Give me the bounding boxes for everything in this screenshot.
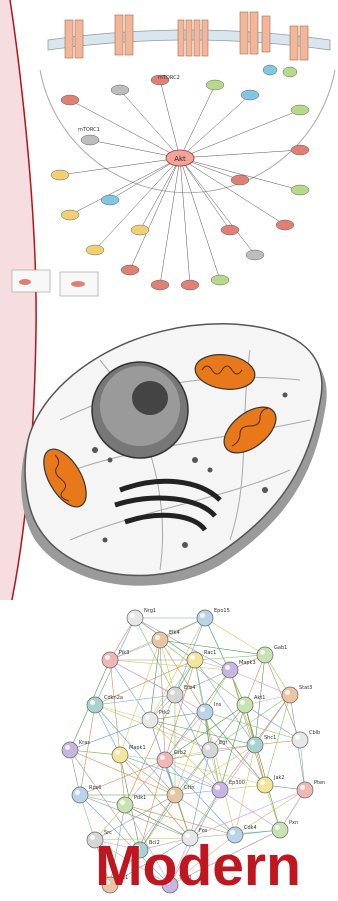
network-node-label: Grb2 bbox=[174, 750, 186, 756]
network-node-label: Pten bbox=[314, 780, 325, 786]
network-node-label: Rac1 bbox=[204, 650, 216, 656]
network-node-label: Pdk1 bbox=[134, 795, 146, 801]
network-node-label: Mapk1 bbox=[129, 745, 146, 751]
network-node-label: Pxn bbox=[289, 820, 298, 826]
caption-modern: Modern bbox=[68, 835, 328, 897]
network-node-label: Pik3 bbox=[119, 650, 129, 656]
hub-label: Akt bbox=[174, 155, 186, 163]
network-node-label: Elk4 bbox=[169, 630, 180, 636]
complex-top-label: mTORC2 bbox=[158, 75, 180, 81]
network-node-label: Rps6 bbox=[89, 785, 101, 791]
network-node-label: Jak2 bbox=[273, 775, 285, 781]
network-node-label: Ep300 bbox=[229, 780, 245, 786]
network-node-label: Ptk2 bbox=[159, 710, 170, 716]
network-node-label: Erb4 bbox=[184, 685, 196, 691]
signaling-pathway-diagram: Akt mTORC2 mTORC1 bbox=[0, 0, 338, 310]
network-node-label: Akt1 bbox=[254, 695, 265, 701]
network-node-label: Mapk3 bbox=[239, 660, 256, 666]
complex-left-label: mTORC1 bbox=[78, 127, 100, 133]
network-node-label: Gab1 bbox=[274, 645, 287, 651]
network-node-label: Shc1 bbox=[264, 735, 276, 741]
network-node-label: Cdk4 bbox=[244, 825, 257, 831]
network-node-label: Egf bbox=[219, 740, 227, 746]
network-node-label: Stat3 bbox=[299, 685, 312, 691]
network-node-label: Cttn bbox=[184, 785, 195, 791]
network-node-label: Nrg1 bbox=[144, 608, 156, 614]
cell-illustration bbox=[0, 300, 338, 600]
network-node-label: Cdkn2a bbox=[104, 695, 123, 701]
network-node-label: Kras bbox=[79, 740, 90, 746]
network-node-label: Epo15 bbox=[214, 608, 230, 614]
network-node-label: Cblb bbox=[309, 730, 320, 736]
network-node-label: Ins bbox=[214, 702, 222, 708]
